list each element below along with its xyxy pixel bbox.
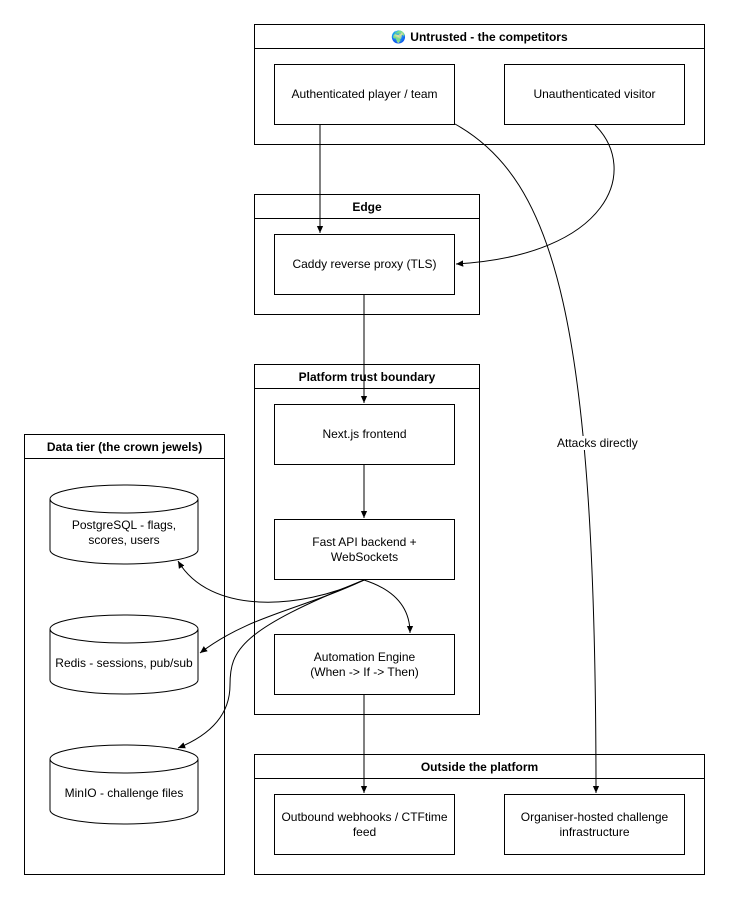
node-unauthenticated-visitor[interactable]: Unauthenticated visitor [504,64,685,125]
group-edge-title: Edge [255,195,479,219]
node-fastapi-backend[interactable]: Fast API backend + WebSockets [274,519,455,580]
db-redis[interactable]: Redis - sessions, pub/sub [49,614,199,695]
db-redis-label: Redis - sessions, pub/sub [55,655,193,670]
group-outside-title: Outside the platform [255,755,704,779]
db-postgresql-label: PostgreSQL - flags, scores, users [71,518,177,547]
node-caddy-proxy[interactable]: Caddy reverse proxy (TLS) [274,234,455,295]
group-data-tier-title: Data tier (the crown jewels) [25,435,224,459]
node-nextjs-frontend[interactable]: Next.js frontend [274,404,455,465]
globe-icon: 🌍 [391,29,407,44]
db-minio-label: MinIO - challenge files [64,785,184,800]
node-automation-engine[interactable]: Automation Engine (When -> If -> Then) [274,634,455,695]
cylinder-icon [49,744,199,825]
db-postgresql[interactable]: PostgreSQL - flags, scores, users [49,484,199,565]
group-untrusted-title: 🌍 Untrusted - the competitors [255,25,704,49]
node-challenge-infrastructure[interactable]: Organiser-hosted challenge infrastructur… [504,794,685,855]
group-platform-title: Platform trust boundary [255,365,479,389]
cylinder-icon [49,484,199,565]
node-outbound-webhooks[interactable]: Outbound webhooks / CTFtime feed [274,794,455,855]
cylinder-icon [49,614,199,695]
group-untrusted-label: Untrusted - the competitors [410,29,568,44]
node-authenticated-player[interactable]: Authenticated player / team [274,64,455,125]
db-minio[interactable]: MinIO - challenge files [49,744,199,825]
edge-label-attacks-directly: Attacks directly [556,436,639,450]
